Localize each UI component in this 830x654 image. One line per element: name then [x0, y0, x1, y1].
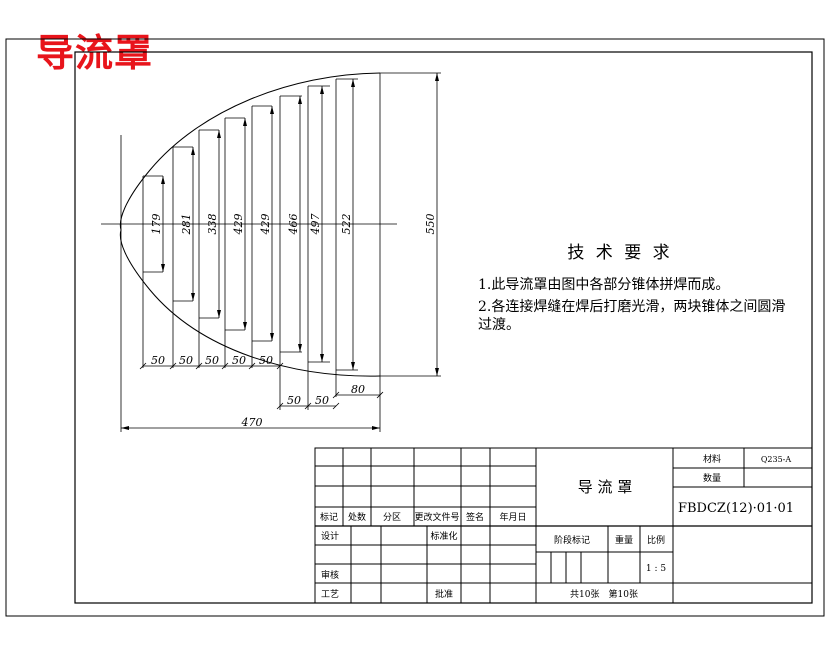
- dim-label-429b: 429: [259, 214, 272, 236]
- overall-length-label: 470: [241, 416, 263, 429]
- rev-header-6: 年月日: [499, 511, 526, 523]
- material-label: 材料: [703, 453, 721, 465]
- approve-label: 批准: [435, 588, 453, 600]
- material-value: Q235-A: [761, 455, 792, 464]
- outer-border: [5, 38, 825, 617]
- stage-mark-label: 阶段标记: [554, 534, 590, 546]
- lower-dim-2: 50: [315, 394, 329, 407]
- process-label: 工艺: [321, 589, 339, 600]
- bottom-dim-1: 50: [151, 354, 165, 367]
- sheet-count: 共10张 第10张: [570, 588, 638, 600]
- dim-label-338: 338: [206, 214, 219, 235]
- diameter-labels: 179 281 338 429 429 466 497 522 550: [150, 214, 437, 236]
- bottom-dim-5: 50: [259, 354, 273, 367]
- drawing-number: FBDCZ(12)·01·01: [678, 501, 794, 516]
- dim-label-497: 497: [309, 214, 322, 236]
- horizontal-dim-arrows: [121, 426, 380, 430]
- bottom-dim-3: 50: [205, 354, 219, 367]
- rev-header-2: 处数: [348, 511, 366, 523]
- dim-label-522: 522: [340, 214, 353, 235]
- review-label: 审核: [321, 569, 339, 581]
- part-name: 导 流 罩: [578, 478, 633, 496]
- rev-header-5: 签名: [466, 511, 484, 523]
- dim-label-179: 179: [150, 214, 163, 235]
- rev-header-1: 标记: [320, 511, 338, 523]
- dim-label-281: 281: [180, 214, 193, 236]
- title-block-grid: [314, 447, 813, 604]
- qty-label: 数量: [703, 472, 721, 484]
- dim-label-466: 466: [287, 214, 300, 236]
- dimension-arrows: [161, 73, 439, 376]
- requirement-item-1: 1.此导流罩由图中各部分锥体拼焊而成。: [478, 277, 730, 293]
- requirements-heading: 技 术 要 求: [567, 243, 672, 263]
- scale-label: 比例: [647, 534, 665, 546]
- diameter-dimension-group: [142, 73, 438, 410]
- dim-label-429a: 429: [232, 214, 245, 236]
- design-label: 设计: [321, 530, 339, 542]
- rev-header-4: 更改文件号: [414, 511, 459, 523]
- bottom-dim-4: 50: [232, 354, 246, 367]
- standard-label: 标准化: [430, 530, 457, 542]
- lower-dim-3: 80: [351, 383, 365, 396]
- horizontal-dim-labels: 50 50 50 50 50 50 50 80 470: [151, 354, 365, 429]
- title-block-text: 导 流 罩 FBDCZ(12)·01·01 材料 Q235-A 数量 标记 处数…: [320, 453, 794, 600]
- rev-header-3: 分区: [383, 512, 401, 523]
- bottom-dim-2: 50: [179, 354, 193, 367]
- scale-value: 1 : 5: [646, 564, 666, 574]
- weight-label: 重量: [615, 534, 633, 546]
- requirement-item-2: 2.各连接焊缝在焊后打磨光滑，两块锥体之间圆滑过渡。: [478, 299, 786, 334]
- lower-dim-1: 50: [287, 394, 301, 407]
- horizontal-dim-ticks: [139, 362, 384, 410]
- dim-label-550: 550: [424, 214, 437, 235]
